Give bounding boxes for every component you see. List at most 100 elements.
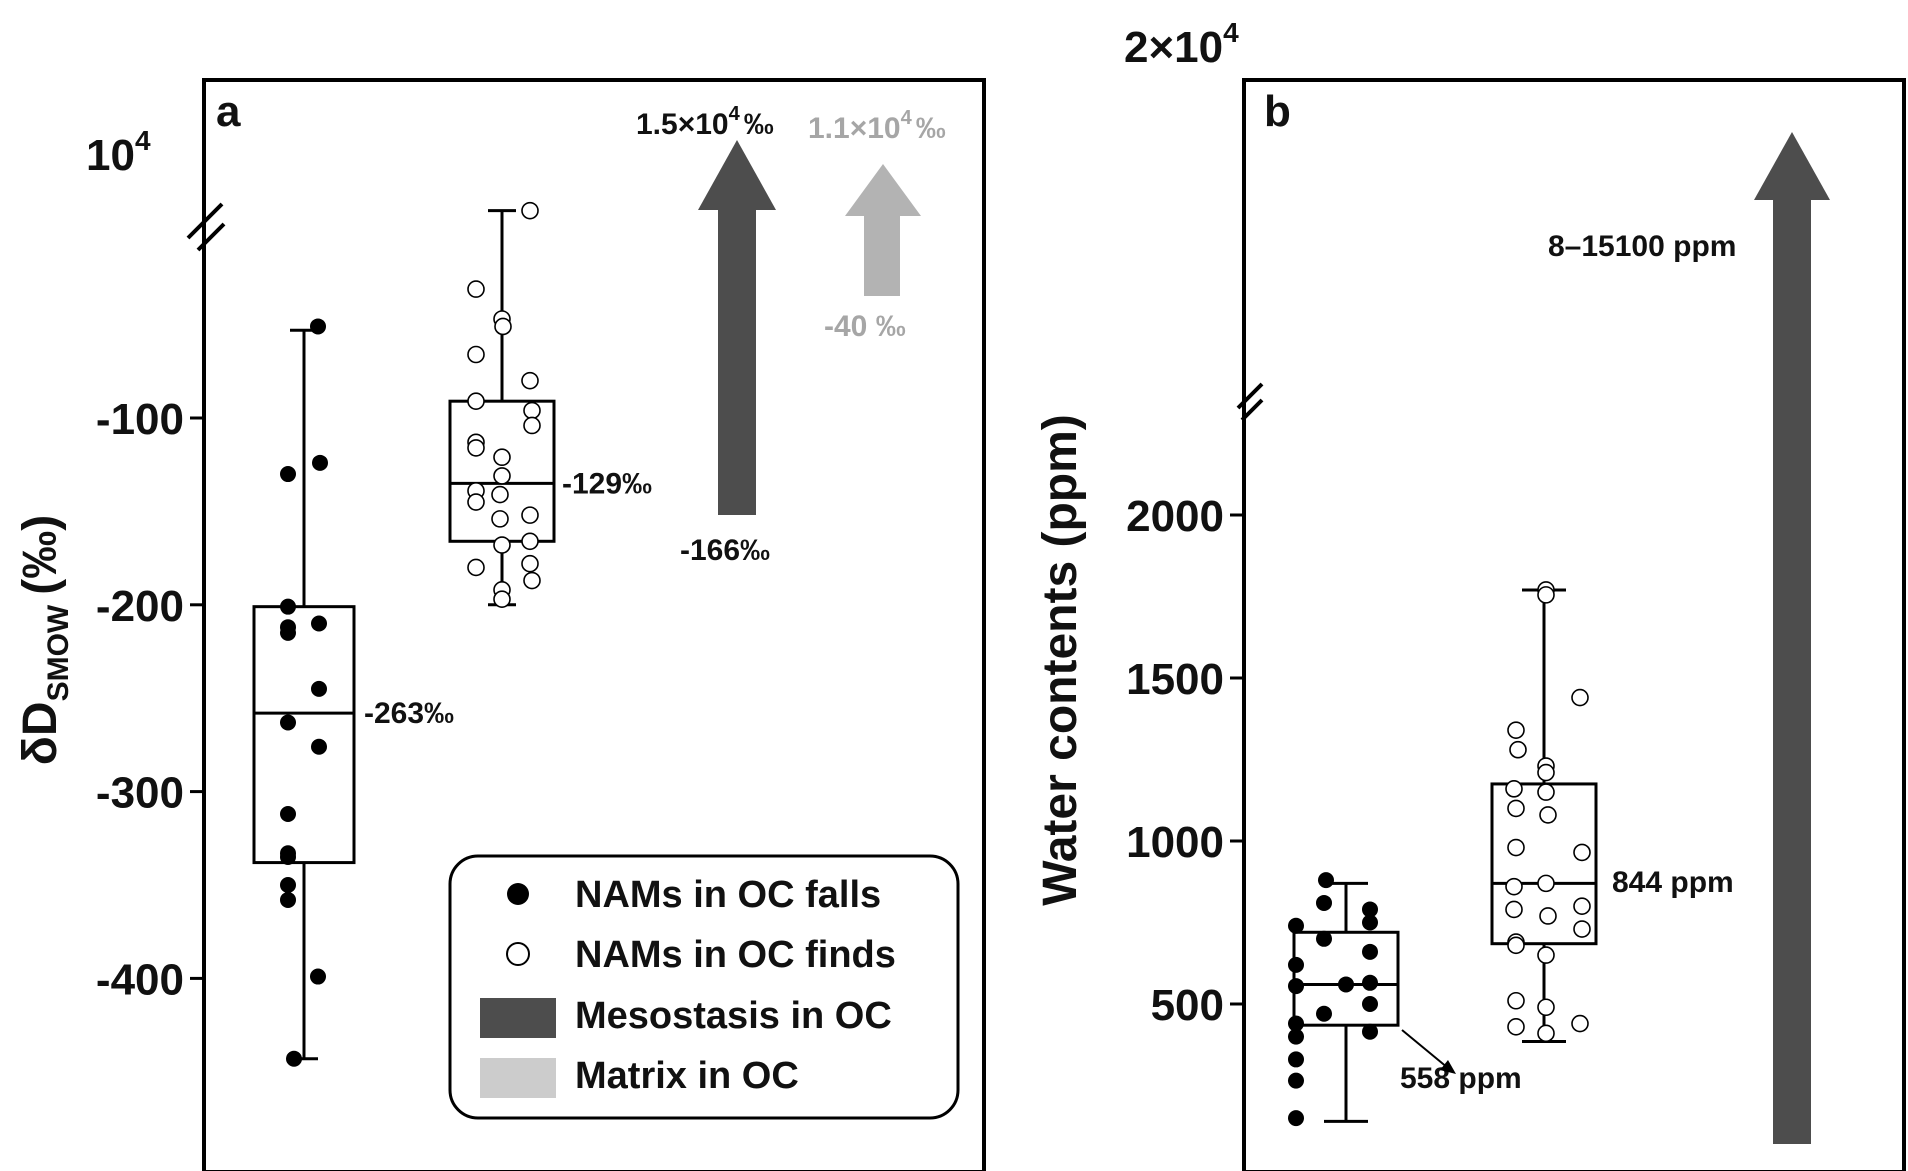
panel-a-data-point bbox=[280, 877, 296, 893]
mesostasis-arrow-to-label-unit: ‰ bbox=[744, 108, 774, 141]
mesostasis-arrow-shaft bbox=[718, 205, 756, 515]
panel-b-data-point bbox=[1537, 946, 1555, 964]
panel-a-data-point bbox=[523, 571, 541, 590]
panel-b-data-point bbox=[1537, 874, 1555, 893]
panel-b-data-point bbox=[1571, 1014, 1589, 1033]
panel-b-arrow-label: 8–15100 ppm bbox=[1548, 230, 1736, 263]
panel-b-y-tick-label: 1000 bbox=[1126, 818, 1224, 867]
mesostasis-arrow-to-label: 1.5×104‰ bbox=[636, 103, 774, 141]
panel-b-data-point bbox=[1316, 1005, 1332, 1022]
panel-b-data-point bbox=[1316, 894, 1332, 911]
panel-a-data-point bbox=[467, 345, 485, 364]
panel-a-data-point bbox=[493, 536, 511, 554]
panel-a-label: a bbox=[216, 87, 241, 136]
panel-b-top-label-exp: 4 bbox=[1223, 17, 1239, 48]
panel-b-arrow-shaft bbox=[1773, 196, 1811, 1144]
panel-b-data-point bbox=[1288, 978, 1304, 995]
mesostasis-arrow-from-label: -166‰ bbox=[680, 534, 770, 567]
matrix-arrow-to-label: 1.1×104‰ bbox=[808, 107, 946, 145]
panel-a-data-point bbox=[467, 439, 485, 457]
legend-filled-circle-marker bbox=[507, 883, 529, 905]
panel-b-data-point bbox=[1362, 943, 1378, 960]
panel-b-data-point bbox=[1362, 996, 1378, 1012]
legend-label-falls: NAMs in OC falls bbox=[575, 874, 881, 916]
panel-a-data-point bbox=[280, 624, 296, 641]
panel-b-data-point bbox=[1288, 1051, 1304, 1068]
panel-b-y-tick-label: 500 bbox=[1151, 981, 1224, 1030]
panel-b-data-point bbox=[1362, 974, 1378, 991]
panel-b-data-point bbox=[1338, 976, 1354, 993]
legend-label-finds: NAMs in OC finds bbox=[575, 934, 896, 976]
mesostasis-arrow-head bbox=[698, 140, 776, 210]
matrix-arrow-from-label: -40 ‰ bbox=[824, 310, 906, 343]
matrix-arrow-head bbox=[845, 164, 921, 216]
panel-b-data-point bbox=[1507, 721, 1525, 739]
panel-a-y-ticks: -100 -200 -300 -400 bbox=[96, 395, 204, 1004]
panel-a-data-point bbox=[467, 558, 485, 577]
panel-a-data-point bbox=[310, 968, 326, 985]
matrix-arrow-to-label-unit: ‰ bbox=[916, 112, 946, 145]
panel-a-matrix-arrow: 1.1×104‰ -40 ‰ bbox=[808, 107, 946, 343]
panel-b-data-point bbox=[1288, 917, 1304, 934]
panel-b-median-label: 844 ppm bbox=[1612, 866, 1734, 899]
panel-b-data-point bbox=[1507, 799, 1525, 818]
panel-a-box bbox=[252, 605, 356, 865]
panel-a-data-point bbox=[280, 714, 296, 731]
panel-a-y-tick-label: -200 bbox=[96, 582, 184, 631]
panel-b-data-point bbox=[1288, 1028, 1304, 1045]
panel-a-top-label: 104 bbox=[86, 125, 151, 180]
panel-b-data-point bbox=[1288, 1072, 1304, 1089]
panel-b-y-tick-label: 2000 bbox=[1126, 492, 1224, 541]
panel-a-boxes: -263‰-129‰ bbox=[252, 201, 652, 1067]
panel-a-data-point bbox=[491, 510, 509, 528]
panel-b-data-point bbox=[1537, 998, 1555, 1017]
panel-a-y-axis-label: δDSMOW(‰) bbox=[14, 515, 75, 765]
panel-b-data-point bbox=[1573, 843, 1591, 862]
panel-b-data-point bbox=[1505, 780, 1523, 798]
panel-b-data-point bbox=[1318, 872, 1334, 889]
panel-a-data-point bbox=[311, 680, 327, 697]
panel-b-data-point bbox=[1537, 1024, 1555, 1043]
panel-a: a 104 -100 -200 -300 -400 δDSMOW(‰) -263‰-1… bbox=[14, 78, 986, 1171]
panel-b-top-label: 2×104 bbox=[1124, 17, 1239, 72]
panel-b-data-point bbox=[1288, 1110, 1304, 1127]
panel-a-top-label-exp: 4 bbox=[135, 125, 151, 156]
panel-a-y-tick-label: -300 bbox=[96, 769, 184, 818]
panel-b-arrow-head bbox=[1754, 132, 1830, 200]
panel-a-data-point bbox=[280, 806, 296, 823]
panel-b-data-point bbox=[1573, 897, 1591, 916]
legend-box bbox=[448, 854, 960, 1120]
panel-a-data-point bbox=[493, 590, 511, 608]
panel-b-y-tick-label: 1500 bbox=[1126, 655, 1224, 704]
panel-a-data-point bbox=[280, 598, 296, 615]
panel-b-axis-break bbox=[1236, 382, 1264, 422]
legend-open-circle-marker bbox=[506, 942, 530, 966]
legend-matrix-swatch bbox=[480, 1058, 556, 1098]
panel-a-data-point bbox=[311, 615, 327, 632]
panel-a-y-tick-label: -100 bbox=[96, 395, 184, 444]
panel-a-y-tick-label: -400 bbox=[96, 955, 184, 1004]
panel-b-y-ticks: 500 1000 1500 2000 bbox=[1126, 492, 1244, 1030]
panel-b-data-point bbox=[1537, 586, 1555, 604]
panel-b-data-point bbox=[1288, 1015, 1304, 1032]
panel-b-y-axis-label: Water contents (ppm) bbox=[1034, 414, 1087, 906]
panel-a-data-point bbox=[280, 891, 296, 908]
panel-a-mesostasis-arrow: 1.5×104‰ -166‰ bbox=[636, 103, 776, 567]
panel-b-data-point bbox=[1505, 877, 1523, 896]
panel-a-data-point bbox=[521, 554, 539, 573]
panel-a-data-point bbox=[467, 493, 485, 511]
panel-a-data-point bbox=[521, 201, 539, 220]
panel-b-data-point bbox=[1509, 740, 1527, 759]
panel-a-data-point bbox=[286, 1050, 302, 1067]
panel-b-data-point bbox=[1573, 920, 1591, 938]
panel-b-data-point bbox=[1507, 936, 1525, 955]
panel-b-label: b bbox=[1264, 87, 1291, 136]
panel-a-axis-break bbox=[186, 202, 226, 252]
panel-b-data-point bbox=[1316, 930, 1332, 947]
panel-b-mesostasis-arrow: 8–15100 ppm bbox=[1548, 132, 1830, 1144]
panel-b-data-point bbox=[1571, 688, 1589, 707]
panel-a-y-axis-label-subscript: SMOW bbox=[42, 604, 75, 701]
panel-a-data-point bbox=[523, 401, 541, 420]
panel-b-data-point bbox=[1505, 900, 1523, 919]
